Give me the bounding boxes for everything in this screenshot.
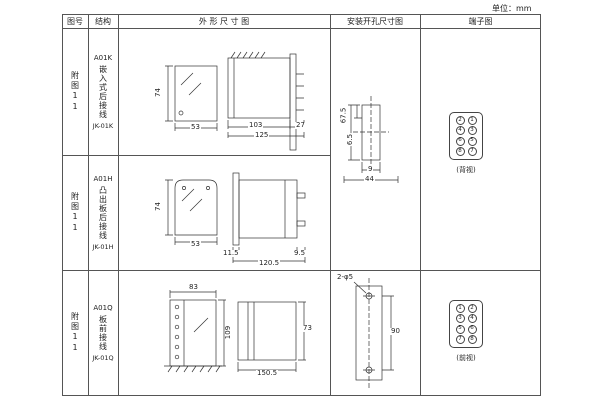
terminal-block-rear: 2 1 4 3 6 5 8 7 xyxy=(449,112,483,160)
header-outline: 外 形 尺 寸 图 xyxy=(198,16,250,26)
structure-row3: A01Q 板前接线 JK-01Q xyxy=(88,270,118,396)
outline-drawing-a01k xyxy=(165,51,305,151)
model-label: A01K xyxy=(93,53,113,62)
structure-row2: A01H 凸出板后接线 JK-01H xyxy=(88,155,118,270)
terminal-pin: 1 xyxy=(467,116,477,126)
terminal-pin: 5 xyxy=(467,136,477,146)
terminal-pin: 2 xyxy=(467,304,477,314)
terminal-pin: 3 xyxy=(455,314,465,324)
mounting-drawing-k xyxy=(343,96,399,183)
dim-label: 9 xyxy=(367,165,374,173)
header-terminal: 端子图 xyxy=(468,16,493,26)
dim-label: 150.5 xyxy=(256,369,279,377)
grid-line xyxy=(62,155,330,156)
terminal-caption-rear: (背视) xyxy=(456,166,476,174)
grid-line xyxy=(62,270,541,271)
header-fig-no: 图号 xyxy=(67,16,83,26)
structure-row1: A01K 嵌入式后接线 JK-01K xyxy=(88,28,118,155)
terminal-block-front: 1 2 3 4 5 6 7 8 xyxy=(449,300,483,348)
dim-label: 74 xyxy=(153,87,162,98)
terminal-pin: 6 xyxy=(467,324,477,334)
type-code: JK-01Q xyxy=(92,354,114,362)
terminal-pin: 1 xyxy=(455,304,465,314)
fig-no-row2: 附图11 xyxy=(62,155,88,270)
grid-line xyxy=(420,14,421,396)
dim-label: 125 xyxy=(254,131,270,139)
structure-desc: 凸出板后接线 xyxy=(98,185,108,240)
unit-label: 单位：mm xyxy=(492,4,532,13)
structure-desc: 嵌入式后接线 xyxy=(98,64,108,119)
fig-no-row3: 附图11 xyxy=(62,270,88,396)
type-code: JK-01K xyxy=(92,121,114,130)
table-frame xyxy=(62,14,541,396)
dim-label: 53 xyxy=(190,240,201,248)
dim-label: 53 xyxy=(190,123,201,131)
model-label: A01Q xyxy=(93,304,113,312)
grid-line xyxy=(62,28,541,29)
dim-label: 90 xyxy=(390,327,401,335)
fig-no-text: 附图11 xyxy=(70,70,80,113)
dim-label: 11.5 xyxy=(222,249,240,257)
dim-label: 6.5 xyxy=(346,132,355,147)
grid-line xyxy=(330,14,331,396)
terminal-pin: 4 xyxy=(455,126,465,136)
dim-label: 9.5 xyxy=(293,249,307,257)
dim-label: 109 xyxy=(224,324,233,341)
terminal-pin: 7 xyxy=(467,146,477,156)
terminal-pin: 2 xyxy=(455,116,465,126)
terminal-pin: 6 xyxy=(455,136,465,146)
dim-label: 120.5 xyxy=(258,259,281,267)
dim-label: 74 xyxy=(153,201,162,212)
terminal-pin: 8 xyxy=(467,334,477,344)
dim-label: 73 xyxy=(302,324,313,332)
grid-line xyxy=(118,14,119,396)
dim-label: 67.5 xyxy=(339,106,348,125)
outline-drawing-a01q xyxy=(164,290,306,373)
header-structure: 结构 xyxy=(95,16,111,26)
dim-label: 27 xyxy=(295,121,306,129)
model-label: A01H xyxy=(93,174,113,183)
fig-no-row1: 附图11 xyxy=(62,28,88,155)
fig-no-text: 附图11 xyxy=(70,191,80,234)
terminal-caption-front: (前视) xyxy=(456,354,476,362)
dim-label: 83 xyxy=(188,283,199,291)
terminal-pin: 7 xyxy=(455,334,465,344)
structure-desc: 板前接线 xyxy=(98,315,108,351)
grid-line xyxy=(88,14,89,396)
hole-callout: 2-φ5 xyxy=(336,273,355,281)
fig-no-text: 附图11 xyxy=(70,312,80,354)
mounting-drawing-q xyxy=(353,278,394,388)
dim-label: 103 xyxy=(248,121,264,129)
terminal-pin: 4 xyxy=(467,314,477,324)
terminal-pin: 8 xyxy=(455,146,465,156)
terminal-pin: 3 xyxy=(467,126,477,136)
dim-label: 44 xyxy=(364,175,375,183)
header-mounting: 安装开孔尺寸图 xyxy=(347,16,403,26)
terminal-pin: 5 xyxy=(455,324,465,334)
type-code: JK-01H xyxy=(92,242,114,251)
